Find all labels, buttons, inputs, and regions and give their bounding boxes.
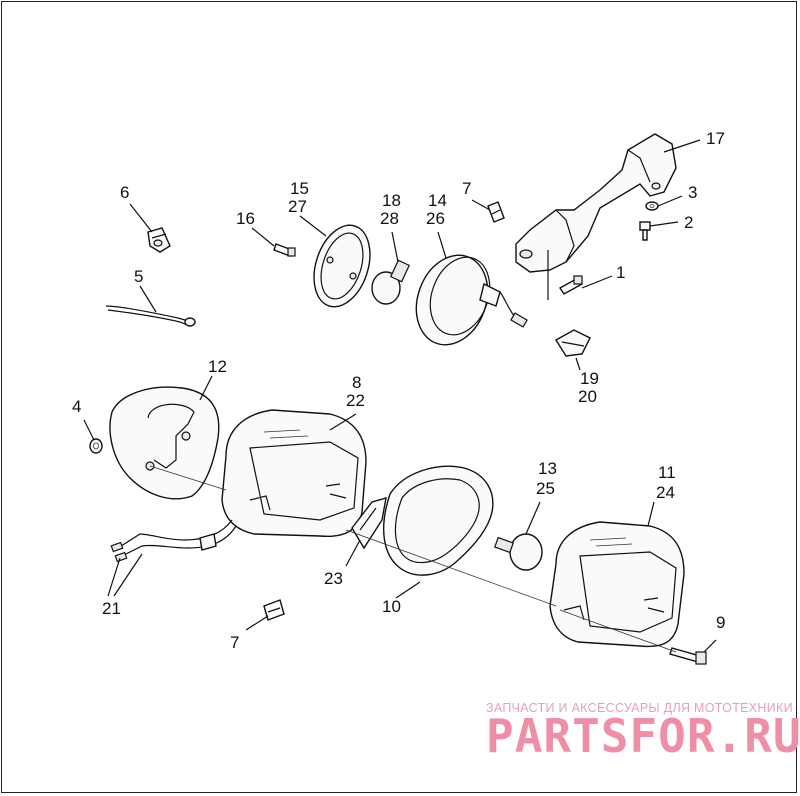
part-7-clip-bottom (263, 599, 285, 621)
assembly-lines (149, 465, 677, 653)
label-24: 24 (656, 483, 675, 502)
label-26: 26 (426, 209, 445, 228)
part-13-bulb (494, 533, 543, 571)
part-9-screw (669, 647, 707, 665)
label-25: 25 (536, 479, 555, 498)
part-10-gasket-ring (383, 465, 494, 576)
label-12: 12 (208, 357, 227, 376)
part-5-wire (105, 305, 196, 327)
part-2-bolt (639, 221, 651, 241)
label-21: 21 (102, 599, 121, 618)
label-3: 3 (688, 183, 697, 202)
label-19: 19 (580, 369, 599, 388)
part-6-clip (147, 227, 171, 253)
watermark-logo: PARTSFOR.RU (486, 709, 800, 763)
label-7-top: 7 (462, 179, 471, 198)
part-12-gasket (109, 386, 220, 500)
part-11-housing (549, 521, 685, 648)
label-7-bottom: 7 (230, 633, 239, 652)
label-14: 14 (428, 191, 447, 210)
label-1: 1 (616, 263, 625, 282)
label-13: 13 (538, 459, 557, 478)
leader-lines (83, 139, 717, 653)
part-3-washer (645, 201, 659, 211)
part-7-clip-top (487, 201, 505, 223)
part-8-housing (221, 409, 367, 538)
label-28: 28 (380, 209, 399, 228)
label-27: 27 (288, 197, 307, 216)
label-9: 9 (716, 613, 725, 632)
part-1-screw (558, 275, 584, 295)
label-2: 2 (684, 213, 693, 232)
watermark-tagline: ЗАПЧАСТИ И АКСЕССУАРЫ ДЛЯ МОТОТЕХНИКИ (486, 701, 793, 715)
label-8: 8 (352, 373, 361, 392)
label-16: 16 (236, 209, 255, 228)
label-17: 17 (706, 129, 725, 148)
part-17-bracket (515, 133, 677, 300)
part-15-trim-ring (313, 224, 371, 308)
label-4: 4 (72, 397, 81, 416)
label-5: 5 (134, 267, 143, 286)
label-11: 11 (658, 463, 676, 482)
label-22: 22 (346, 391, 365, 410)
label-15: 15 (290, 179, 309, 198)
label-10: 10 (382, 597, 401, 616)
part-14-lens (415, 254, 528, 346)
part-21-wire-leads (110, 519, 237, 563)
label-18: 18 (382, 191, 401, 210)
label-6: 6 (120, 183, 129, 202)
part-labels: 1 2 3 4 5 6 7 7 8 22 9 10 11 24 12 13 25… (72, 129, 725, 652)
label-20: 20 (578, 387, 597, 406)
part-16-screw (273, 243, 296, 257)
part-19-connector (555, 329, 591, 357)
watermark: ЗАПЧАСТИ И АКСЕССУАРЫ ДЛЯ МОТОТЕХНИКИ PA… (486, 701, 800, 763)
part-4-nut (89, 438, 103, 454)
label-23: 23 (324, 569, 343, 588)
part-18-bulb (371, 259, 411, 305)
